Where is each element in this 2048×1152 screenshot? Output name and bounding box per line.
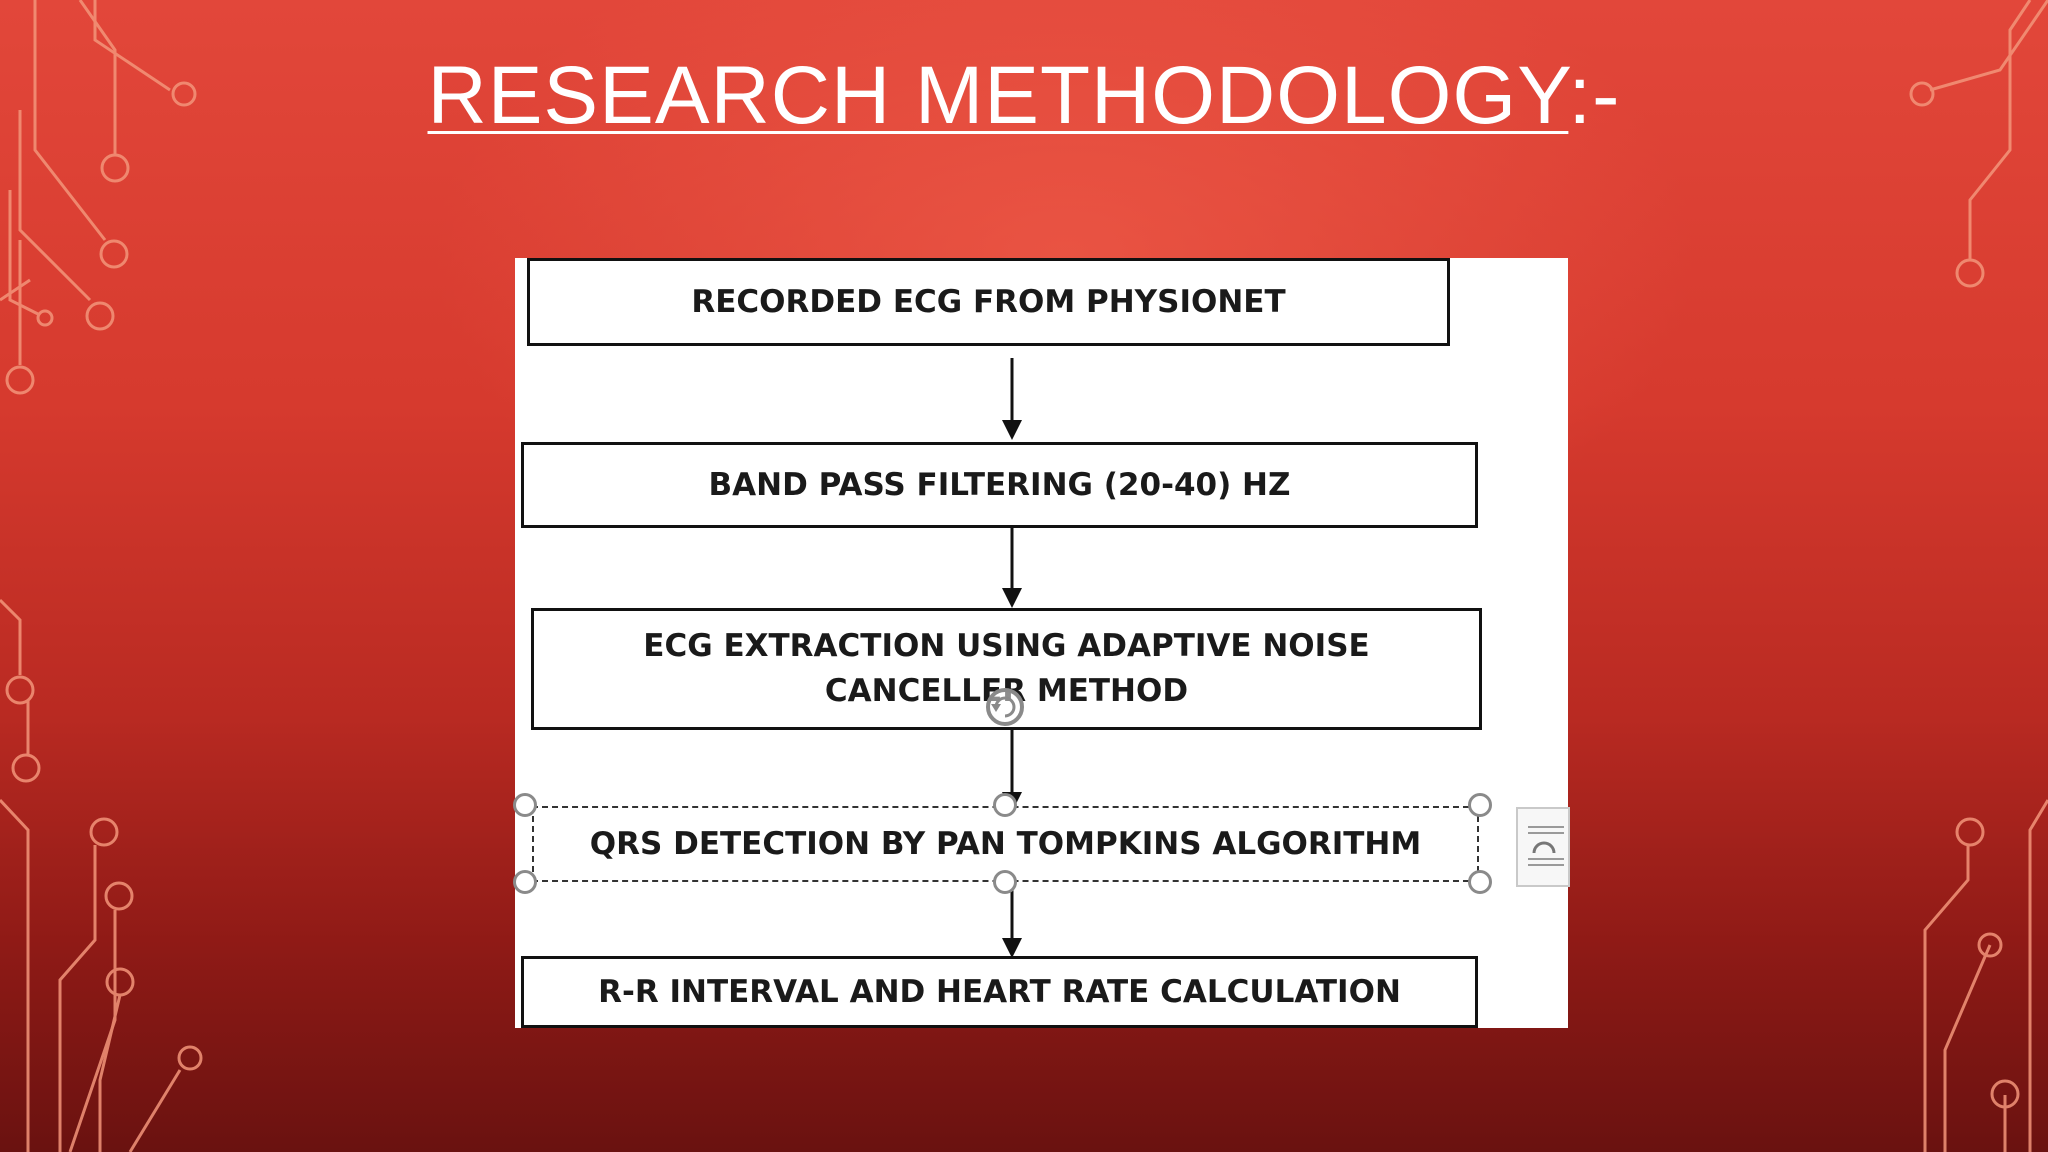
flowchart-image[interactable]: RECORDED ECG FROM PHYSIONET BAND PASS FI… [515, 258, 1568, 1028]
resize-handle-top-center[interactable] [993, 793, 1017, 817]
layout-options-icon [1518, 809, 1568, 885]
slide-title: RESEARCH METHODOLOGY:- [0, 55, 2048, 137]
flowchart-step-5-label: R-R INTERVAL AND HEART RATE CALCULATION [598, 970, 1401, 1015]
arrow-2 [997, 528, 1027, 610]
flowchart-step-1: RECORDED ECG FROM PHYSIONET [527, 258, 1450, 346]
arrow-1 [997, 358, 1027, 442]
resize-handle-bottom-left[interactable] [513, 870, 537, 894]
flowchart-step-2-label: BAND PASS FILTERING (20-40) HZ [709, 463, 1291, 508]
layout-options-button[interactable] [1516, 807, 1570, 887]
rotate-handle-icon[interactable] [982, 684, 1028, 730]
slide-title-main: RESEARCH METHODOLOGY [428, 50, 1569, 141]
flowchart-step-2: BAND PASS FILTERING (20-40) HZ [521, 442, 1478, 528]
arrow-4 [997, 882, 1027, 962]
flowchart-step-5: R-R INTERVAL AND HEART RATE CALCULATION [521, 956, 1478, 1028]
resize-handle-bottom-right[interactable] [1468, 870, 1492, 894]
slide-title-suffix: :- [1568, 50, 1620, 141]
flowchart-step-1-label: RECORDED ECG FROM PHYSIONET [691, 280, 1285, 325]
resize-handle-bottom-center[interactable] [993, 870, 1017, 894]
flowchart-step-4-label: QRS DETECTION BY PAN TOMPKINS ALGORITHM [590, 822, 1421, 867]
resize-handle-top-left[interactable] [513, 793, 537, 817]
resize-handle-top-right[interactable] [1468, 793, 1492, 817]
